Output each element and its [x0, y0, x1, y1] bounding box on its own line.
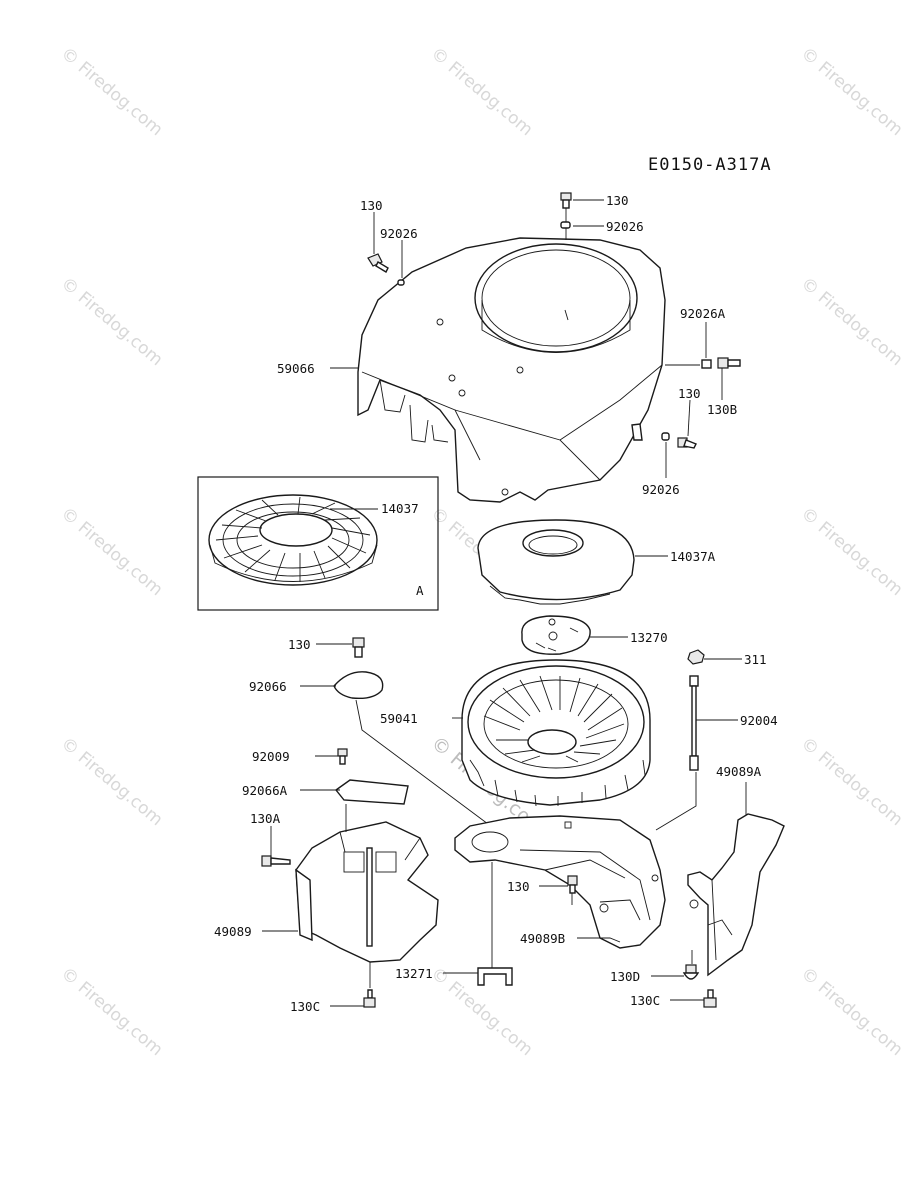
bolt-130C-left — [363, 989, 376, 1008]
washer-92026-right — [661, 432, 670, 441]
bolt-130A — [261, 855, 291, 867]
callout-130B: 130B — [707, 402, 737, 417]
bracket-13271 — [477, 967, 513, 986]
callout-92026-left: 92026 — [380, 226, 418, 241]
housing-bracket — [631, 423, 643, 441]
callout-130-right: 130 — [678, 386, 701, 401]
diagram-code: E0150-A317A — [648, 155, 772, 175]
callout-130-top: 130 — [606, 193, 629, 208]
part-cooling-fan — [461, 659, 651, 807]
part-blower-housing — [357, 237, 666, 503]
inset-box-a — [197, 476, 439, 611]
part-grass-screen — [208, 494, 378, 586]
inset-label: A — [416, 583, 424, 598]
watermark-text: © Firedog.com — [57, 964, 167, 1061]
bolt-130-mid — [352, 637, 365, 658]
bolt-130D — [682, 964, 700, 980]
callout-130C-right: 130C — [630, 993, 660, 1008]
stud-92004 — [689, 675, 699, 771]
callout-59041: 59041 — [380, 711, 418, 726]
callout-130A: 130A — [250, 811, 281, 826]
part-screen-disc — [477, 519, 635, 605]
callout-311: 311 — [744, 652, 767, 667]
callout-14037: 14037 — [381, 501, 419, 516]
callout-92066A: 92066A — [242, 783, 288, 798]
washer-92026-left — [397, 279, 405, 286]
callout-labels: 130 92026 130 92026 59066 92026A 130 130… — [214, 193, 778, 1014]
watermark-text: © Firedog.com — [797, 44, 907, 141]
callout-13270: 13270 — [630, 630, 668, 645]
callout-49089: 49089 — [214, 924, 252, 939]
watermark-text: © Firedog.com — [57, 504, 167, 601]
part-shroud-left — [295, 804, 439, 963]
bolt-130-top — [560, 192, 572, 209]
clip-92026A — [701, 359, 712, 369]
nut-311 — [687, 649, 705, 665]
bolt-130B — [717, 357, 741, 369]
watermark-text: © Firedog.com — [427, 44, 537, 141]
watermark-text: © Firedog.com — [57, 44, 167, 141]
callout-130C-left: 130C — [290, 999, 320, 1014]
callout-130-mid: 130 — [288, 637, 311, 652]
callout-92026-right: 92026 — [642, 482, 680, 497]
watermark-text: © Firedog.com — [797, 504, 907, 601]
callout-14037A: 14037A — [670, 549, 716, 564]
watermark-text: © Firedog.com — [57, 734, 167, 831]
callout-92009: 92009 — [252, 749, 290, 764]
plate-92066 — [333, 671, 384, 700]
bolt-130-lower — [567, 875, 578, 894]
callout-13271: 13271 — [395, 966, 433, 981]
callout-92066: 92066 — [249, 679, 287, 694]
callout-92004: 92004 — [740, 713, 778, 728]
watermark-text: © Firedog.com — [797, 274, 907, 371]
bolt-92009 — [337, 748, 348, 765]
plate-92066A — [334, 779, 409, 805]
callout-130-left: 130 — [360, 198, 383, 213]
callout-130-lower: 130 — [507, 879, 530, 894]
callout-92026A: 92026A — [680, 306, 726, 321]
watermark-text: © Firedog.com — [797, 964, 907, 1061]
callout-49089B: 49089B — [520, 931, 565, 946]
washer-92026-top — [560, 221, 571, 229]
callout-49089A: 49089A — [716, 764, 762, 779]
watermark-text: © Firedog.com — [57, 274, 167, 371]
bolt-130C-right — [703, 989, 717, 1008]
part-shroud-right — [687, 813, 785, 977]
bolt-130-left — [367, 253, 389, 273]
callout-59066: 59066 — [277, 361, 315, 376]
callout-130D: 130D — [610, 969, 640, 984]
watermark-text: © Firedog.com — [797, 734, 907, 831]
part-baffle-49089B — [454, 815, 666, 949]
bolt-130-right — [677, 437, 697, 449]
callout-92026-top: 92026 — [606, 219, 644, 234]
part-fan-plate — [521, 615, 591, 655]
